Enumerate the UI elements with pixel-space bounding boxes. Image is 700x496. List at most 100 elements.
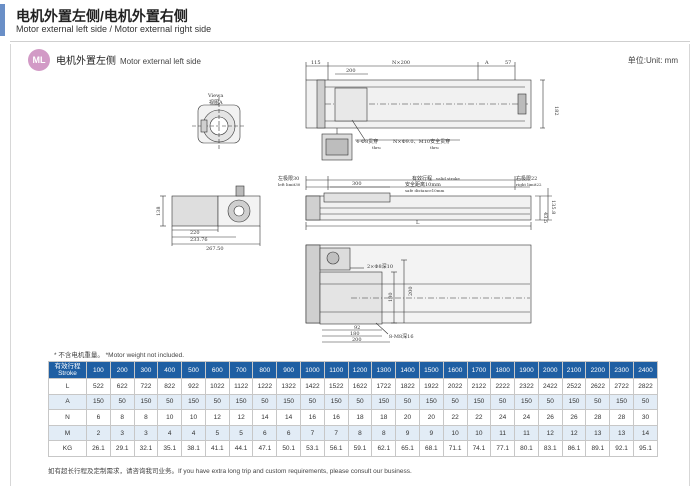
dim-233: 233.76 [190,237,208,243]
stroke-col-header: 1100 [323,361,349,379]
dim-a: A [484,60,489,66]
table-cell: 2022 [442,378,468,395]
hole-label-b: N×Φ9.0、M10安全贯穿 [393,138,450,145]
table-cell: 6 [276,424,302,442]
dim-200b: 200 [352,337,362,343]
dim-l: L [416,220,420,226]
table-cell: 14 [252,409,278,426]
stroke-col-header: 1200 [347,361,373,379]
dim-135-8: 135.8 [550,200,556,214]
table-cell: 6 [86,409,111,426]
unit-label: 单位:Unit: mm [627,56,678,65]
motor-view [160,185,261,246]
table-cell: 13 [585,424,611,442]
dim-138: 138 [156,206,162,216]
table-cell: 2222 [490,378,516,395]
table-cell: 150 [133,393,159,411]
table-cell: 68.1 [418,440,444,457]
stroke-col-header: 2100 [561,361,587,379]
table-cell: 622 [109,378,135,395]
table-cell: 16 [300,409,325,426]
table-cell: 1922 [418,378,444,395]
table-cell: 50 [252,393,278,411]
table-cell: 5 [204,424,230,442]
valid-stroke-label-en: valid stroke [435,176,460,181]
stroke-col-header: 1700 [466,361,492,379]
weight-note: * 不含电机重量。 *Motor weight not included. [54,352,185,359]
stroke-col-header: 800 [252,361,278,379]
table-cell: 32.1 [133,440,159,457]
technical-drawing: 115 200 N×200 A 57 182 4-Φ8贯穿 thru N×Φ9.… [156,60,559,343]
left-limit-label: 左极限30 [278,175,299,182]
row-label: KG [48,440,87,457]
end-view-title: Viewa [207,93,223,99]
table-cell: 1722 [371,378,397,395]
dim-300: 300 [352,181,362,187]
table-cell: 26 [537,409,563,426]
table-cell: 12 [204,409,230,426]
row-label: L [48,378,87,395]
table-cell: 150 [181,393,206,411]
row-label: A [48,393,87,411]
stroke-col-header: 1600 [442,361,468,379]
table-cell: 2622 [585,378,611,395]
table-cell: 50 [347,393,373,411]
safe-distance-label: 安全距离10mm [405,181,441,188]
table-cell: 13 [609,424,634,442]
dim-front-200: 200 [408,286,414,296]
top-view [305,62,545,161]
row-label: M [48,424,87,442]
table-cell: 50 [395,393,420,411]
table-cell: 28 [585,409,611,426]
table-cell: 18 [347,409,373,426]
table-cell: 3 [133,424,159,442]
table-cell: 7 [323,424,349,442]
table-cell: 8 [347,424,373,442]
section-title-cn: 电机外置左侧 [56,56,116,67]
table-cell: 28 [609,409,634,426]
table-cell: 1122 [228,378,254,395]
table-cell: 44.1 [228,440,254,457]
table-cell: 1422 [300,378,325,395]
right-limit-label-en: right limit22 [516,182,542,187]
stroke-col-header: 100 [86,361,111,379]
table-cell: 150 [86,393,111,411]
table-cell: 30 [632,409,659,426]
footer-note: 如有超长行程及定制需求，请咨询我司业务。If you have extra lo… [48,468,412,475]
front-hole-label: 2×Φ8深10 [367,263,393,270]
table-cell: 35.1 [157,440,183,457]
dim-220: 220 [190,230,200,236]
table-cell: 8 [133,409,159,426]
table-cell: 11 [514,424,539,442]
table-cell: 80.1 [514,440,539,457]
stroke-col-header: 900 [276,361,302,379]
table-cell: 20 [395,409,420,426]
page-header: 电机外置左侧/电机外置右侧 Motor external left side /… [0,0,700,44]
stroke-col-header: 500 [181,361,206,379]
dim-180b: 180 [350,331,360,337]
section-title-en: Motor external left side [120,57,201,66]
table-cell: 822 [157,378,183,395]
stroke-col-header: 2200 [585,361,611,379]
table-cell: 12 [537,424,563,442]
stroke-col-header: 1800 [490,361,516,379]
table-cell: 41.1 [204,440,230,457]
table-cell: 12 [561,424,587,442]
table-cell: 722 [133,378,159,395]
section-title: 电机外置左侧 Motor external left side [56,52,201,67]
table-cell: 14 [632,424,659,442]
table-cell: 1622 [347,378,373,395]
dim-43-5: 43.5 [542,212,548,223]
table-cell: 50 [585,393,611,411]
table-cell: 2322 [514,378,539,395]
table-cell: 1522 [323,378,349,395]
section-badge: ML [28,49,50,71]
side-view [305,176,552,230]
table-cell: 1822 [395,378,420,395]
table-cell: 1222 [252,378,278,395]
dim-182: 182 [553,106,559,116]
